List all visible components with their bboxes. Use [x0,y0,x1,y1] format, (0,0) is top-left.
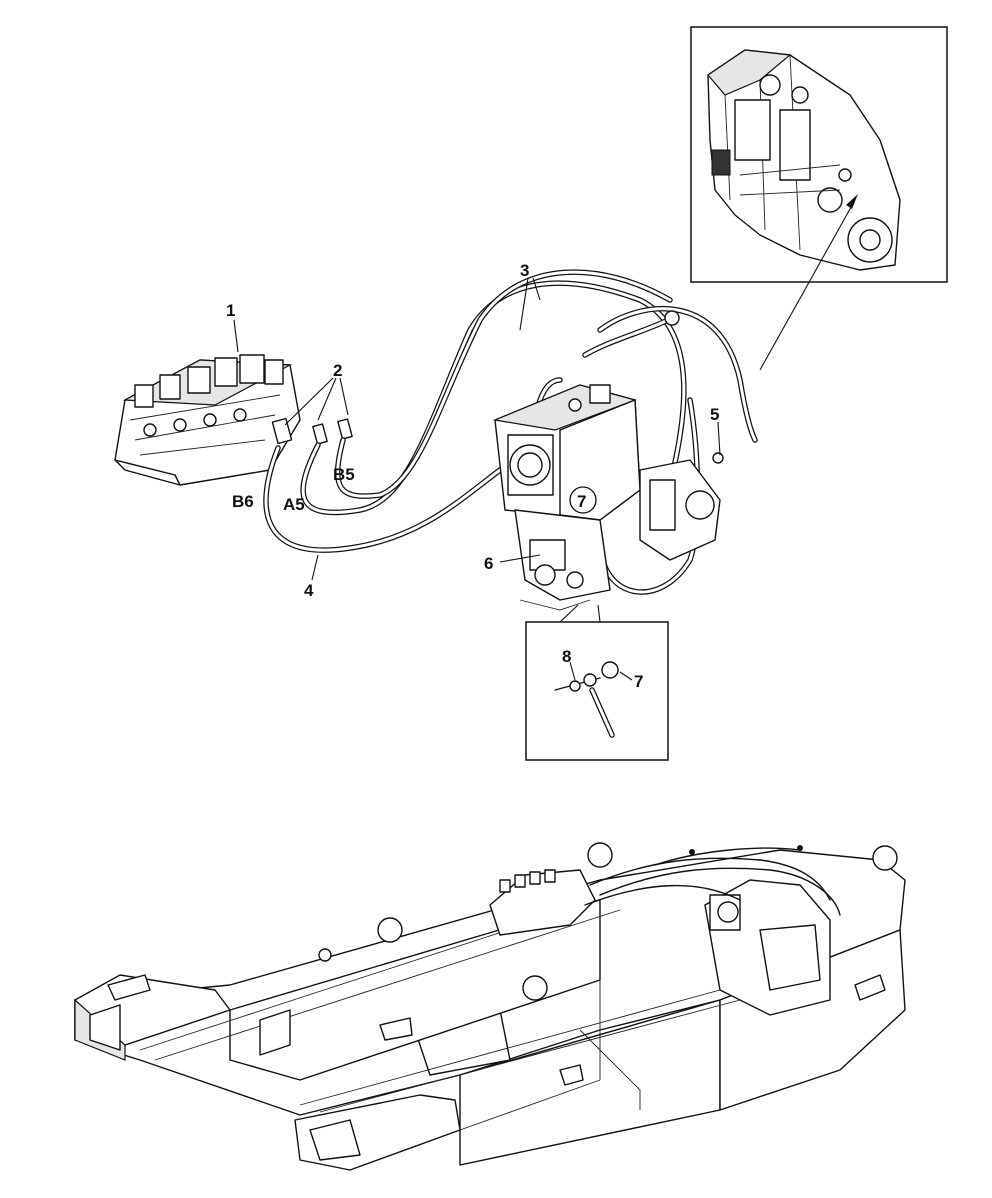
callout-3: 3 [520,261,529,280]
callout-b5: B5 [333,465,355,484]
callout-a5: A5 [283,495,305,514]
callout-7: 7 [577,492,586,511]
callout-2: 2 [333,361,342,380]
callout-6: 6 [484,554,493,573]
callout-7-detail: 7 [634,672,643,691]
callout-4: 4 [304,581,314,600]
fitting-detail-inset [525,604,669,761]
callout-b6: B6 [232,492,254,511]
callout-1: 1 [226,301,235,320]
machine-chassis-frame [74,842,906,1171]
pump-detail-inset [690,26,948,371]
callout-5: 5 [710,405,719,424]
hydraulic-pump-assembly [492,384,724,611]
callout-leaders [233,277,721,581]
control-valve-block [114,354,353,486]
callout-labels: 1 2 3 4 5 6 7 A5 B5 B6 8 7 [226,261,719,691]
callout-8: 8 [562,647,571,666]
hose-set [263,269,758,595]
